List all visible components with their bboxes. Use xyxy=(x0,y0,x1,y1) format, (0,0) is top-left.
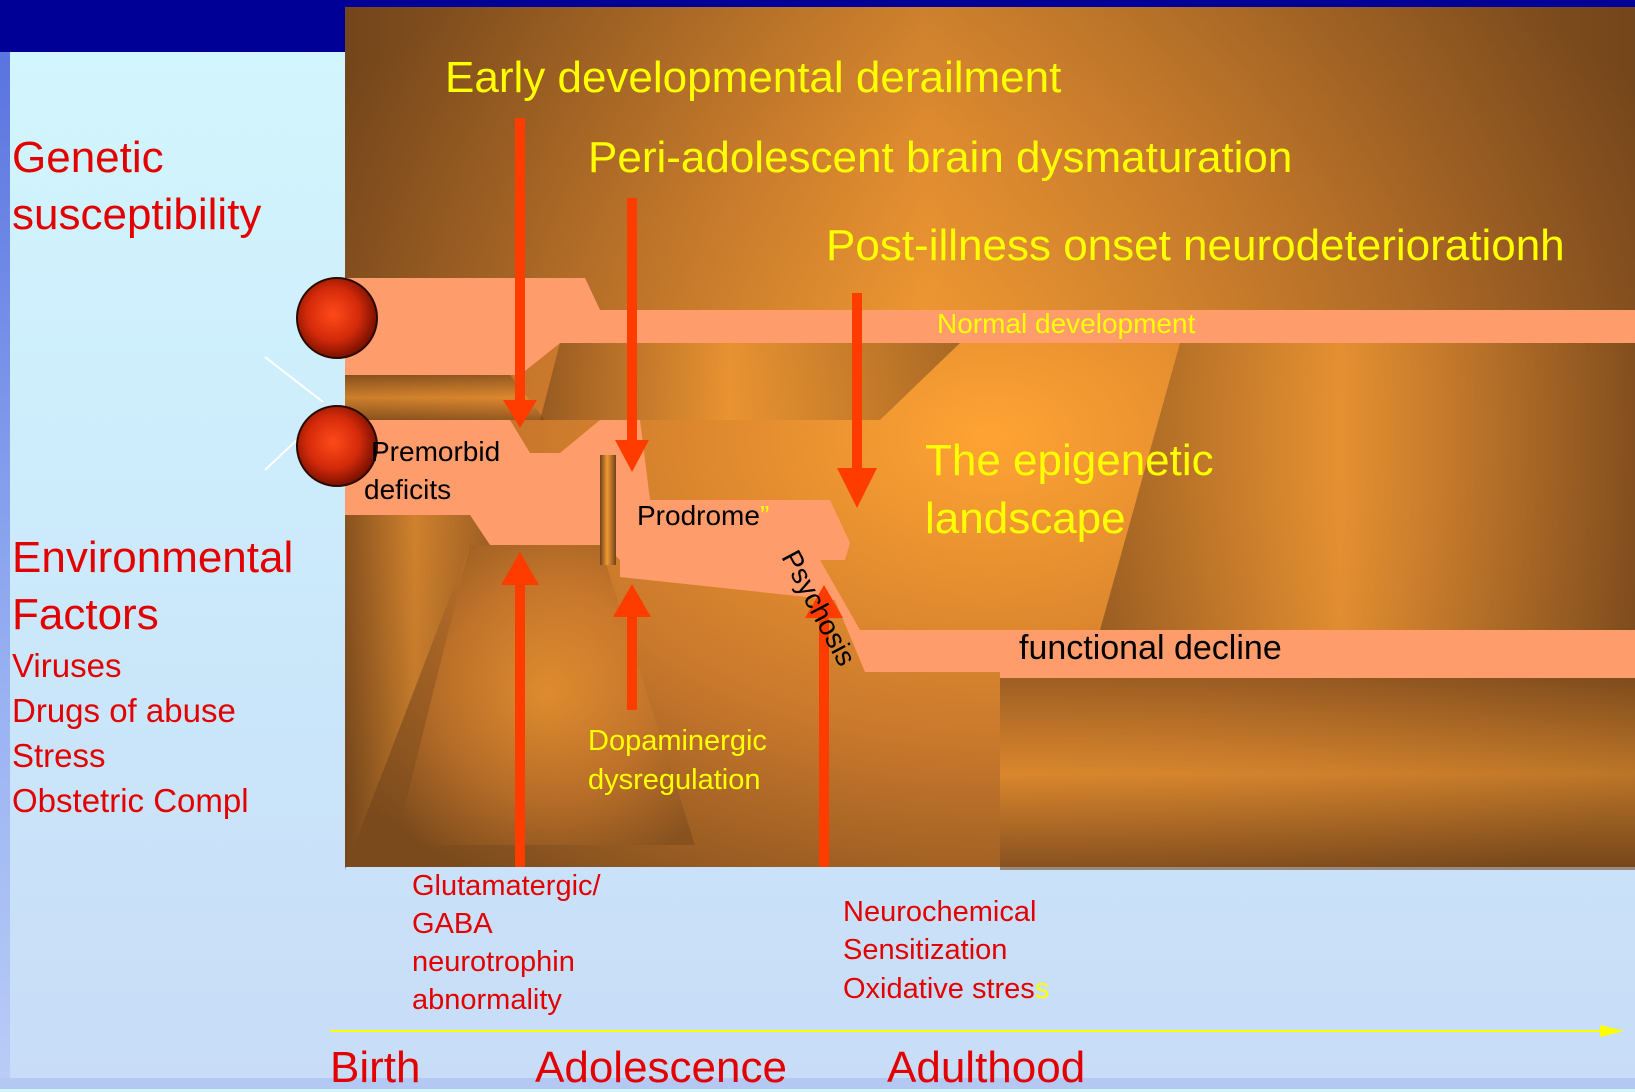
stage-post: Post-illness onset neurodeteriorationh xyxy=(826,221,1565,270)
timeline-arrow-icon xyxy=(1600,1025,1624,1037)
white-arrow-upper xyxy=(265,357,323,402)
neurochemical-line2: Sensitization xyxy=(843,934,1007,966)
env-item-obstetric: Obstetric Compl xyxy=(12,783,249,820)
prodrome-label: Prodrome” xyxy=(637,500,769,531)
oxidative-tail: s xyxy=(1035,973,1050,1005)
glutamatergic-line1: Glutamatergic/ xyxy=(412,870,601,902)
neurochemical-line1: Neurochemical xyxy=(843,896,1036,928)
genetic-label-line2: susceptibility xyxy=(12,190,261,239)
oxidative-stress-label: Oxidative stress xyxy=(843,973,1049,1005)
env-item-stress: Stress xyxy=(12,738,106,775)
normal-development-label: Normal development xyxy=(937,308,1195,339)
epigenetic-title-line2: landscape xyxy=(925,494,1126,543)
prodrome-quote: ” xyxy=(760,500,769,531)
dopaminergic-line2: dysregulation xyxy=(588,764,761,796)
environmental-label-line2: Factors xyxy=(12,590,159,639)
stage-peri: Peri-adolescent brain dysmaturation xyxy=(588,133,1292,182)
glutamatergic-line4: abnormality xyxy=(412,984,562,1016)
glutamatergic-line2: GABA xyxy=(412,908,493,940)
lower-right-facet xyxy=(1000,678,1635,870)
environmental-label-line1: Environmental xyxy=(12,533,293,582)
premorbid-label-line2: deficits xyxy=(364,474,451,505)
dopaminergic-line1: Dopaminergic xyxy=(588,725,767,757)
timeline-adolescence: Adolescence xyxy=(535,1043,787,1092)
timeline-birth: Birth xyxy=(330,1043,420,1092)
env-item-drugs: Drugs of abuse xyxy=(12,693,236,730)
timeline-adulthood: Adulthood xyxy=(887,1043,1085,1092)
premorbid-label-line1: Premorbid xyxy=(371,436,500,467)
glutamatergic-line3: neurotrophin xyxy=(412,946,575,978)
functional-decline-label: functional decline xyxy=(1019,629,1282,667)
prodrome-barrier xyxy=(600,455,616,565)
genetic-label-line1: Genetic xyxy=(12,133,164,182)
prodrome-text: Prodrome xyxy=(637,500,760,531)
white-arrow-lower xyxy=(265,437,300,470)
oxidative-main: Oxidative stres xyxy=(843,973,1035,1005)
stage-early: Early developmental derailment xyxy=(445,53,1061,102)
epigenetic-title-line1: The epigenetic xyxy=(925,436,1214,485)
env-item-viruses: Viruses xyxy=(12,648,121,685)
upper-ball xyxy=(297,278,377,358)
right-hill-facet xyxy=(1100,343,1635,630)
